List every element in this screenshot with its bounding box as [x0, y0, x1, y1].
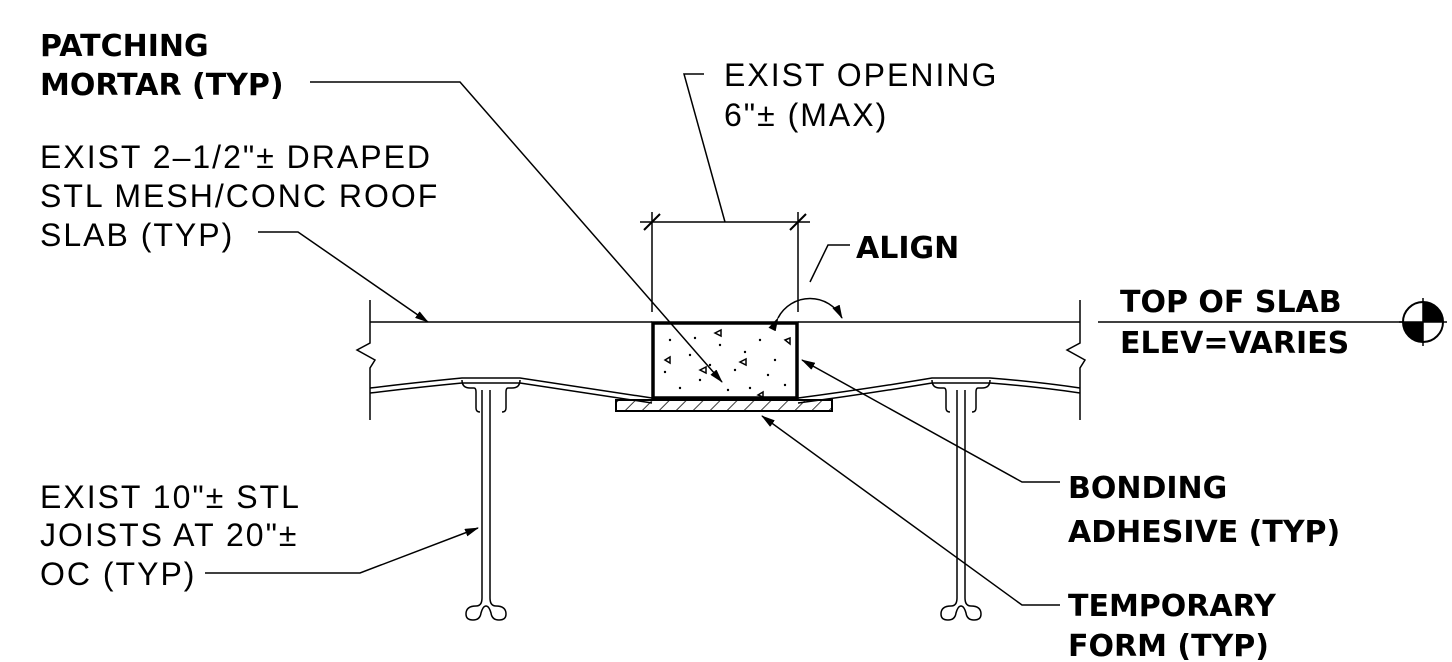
- align-note: ALIGN: [856, 231, 959, 266]
- temporary-note-line2: FORM (TYP): [1068, 629, 1269, 662]
- steel-joist-right: [931, 379, 991, 621]
- opening-dimension: [640, 212, 810, 312]
- slab-note-line2: STL MESH/CONC ROOF: [40, 178, 439, 214]
- top-of-slab-note: TOP OF SLAB: [1120, 285, 1342, 320]
- zigzag-break-icon: [355, 300, 377, 420]
- temporary-note-line1: TEMPORARY: [1068, 589, 1277, 624]
- leader-lines: [205, 73, 1418, 606]
- patching-note-line1: PATCHING: [40, 29, 209, 64]
- steel-joist-left: [461, 379, 521, 621]
- align-indicator: [768, 244, 850, 332]
- slab-note-line3: SLAB (TYP): [40, 217, 234, 253]
- elevation-target-icon: [1399, 298, 1447, 346]
- patching-note-line2: MORTAR (TYP): [40, 68, 284, 103]
- opening-note-line2: 6"± (MAX): [724, 97, 888, 133]
- temporary-form: [615, 399, 833, 412]
- joists-note-line3: OC (TYP): [40, 556, 196, 592]
- opening-note-line1: EXIST OPENING: [724, 57, 998, 93]
- bonding-note-line1: BONDING: [1068, 471, 1227, 506]
- patching-mortar-block: [651, 321, 799, 400]
- zigzag-break-icon: [1065, 300, 1087, 420]
- elevation-note: ELEV=VARIES: [1120, 326, 1349, 361]
- slab-note-line1: EXIST 2–1/2"± DRAPED: [40, 139, 432, 175]
- joists-note-line1: EXIST 10"± STL: [40, 479, 301, 515]
- joists-note-line2: JOISTS AT 20"±: [40, 517, 298, 553]
- bonding-note-line2: ADHESIVE (TYP): [1068, 515, 1340, 550]
